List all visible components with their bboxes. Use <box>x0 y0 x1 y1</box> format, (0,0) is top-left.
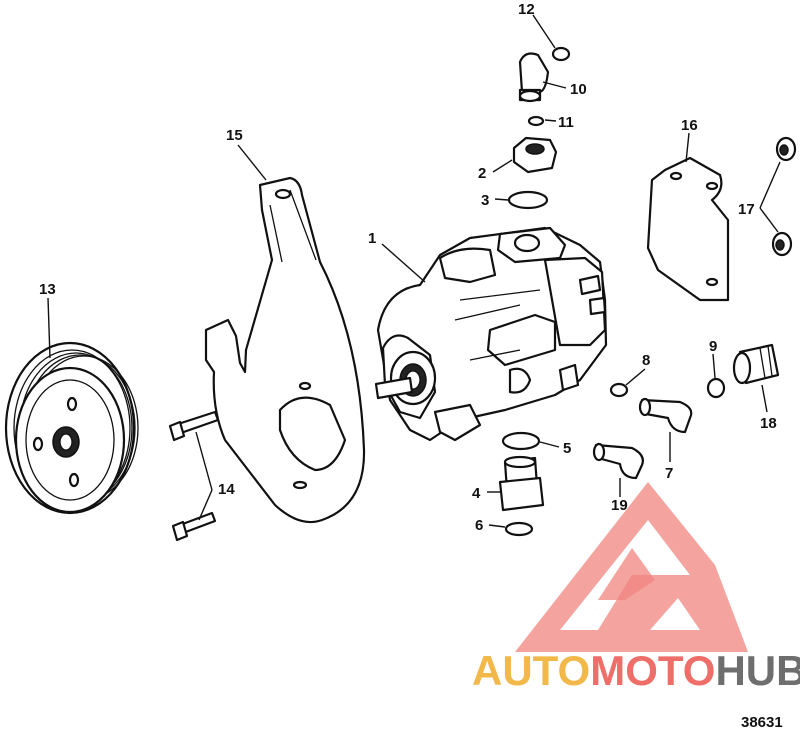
o-ring-icon <box>501 46 726 537</box>
callout-3: 3 <box>481 192 489 209</box>
callout-11: 11 <box>558 114 574 131</box>
figure-number: 38631 <box>741 714 783 731</box>
bracket-icon <box>204 176 366 524</box>
elbow-icon <box>592 397 693 480</box>
callout-16: 16 <box>681 117 698 134</box>
callout-17: 17 <box>738 201 755 218</box>
callout-7: 7 <box>665 465 673 482</box>
elbow-icon <box>518 52 550 103</box>
callout-8: 8 <box>642 352 650 369</box>
fitting-icon <box>498 136 558 512</box>
callout-9: 9 <box>709 338 717 355</box>
callout-labels: 1 2 3 4 5 6 7 8 9 10 11 12 13 14 15 16 1… <box>39 1 777 534</box>
callout-10: 10 <box>570 81 587 98</box>
callout-19: 19 <box>611 497 628 514</box>
callout-13: 13 <box>39 281 56 298</box>
watermark-text: AUTOMOTOHUB <box>472 647 800 694</box>
automotohub-logo <box>515 482 748 652</box>
pump-icon <box>374 226 608 442</box>
callout-4: 4 <box>472 485 481 502</box>
callout-2: 2 <box>478 165 486 182</box>
callout-5: 5 <box>563 440 571 457</box>
fitting-icon <box>732 343 780 385</box>
nut-icon <box>771 136 797 257</box>
callout-1: 1 <box>368 230 376 247</box>
callout-18: 18 <box>760 415 777 432</box>
callout-15: 15 <box>226 127 243 144</box>
pulley-icon <box>4 341 139 515</box>
leader-lines <box>47 14 781 528</box>
bracket-icon <box>646 156 730 302</box>
callout-12: 12 <box>518 1 535 18</box>
callout-14: 14 <box>218 481 235 498</box>
callout-6: 6 <box>475 517 483 534</box>
bolt-icon <box>168 410 220 542</box>
